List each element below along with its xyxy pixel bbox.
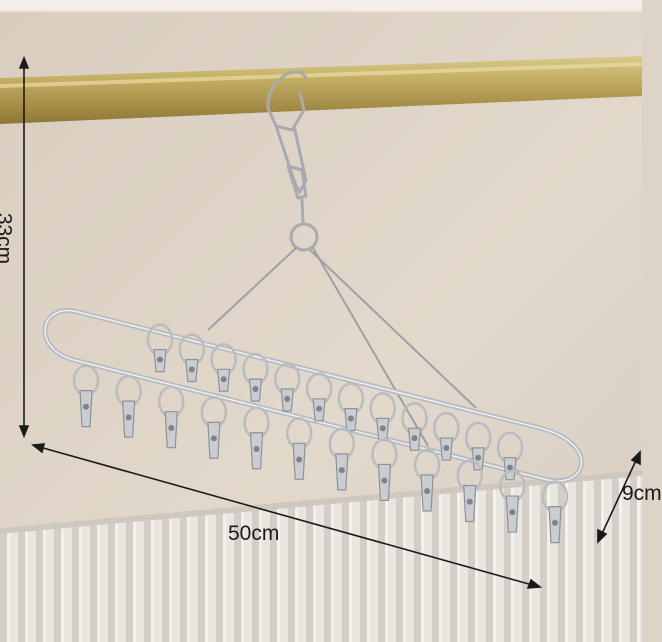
- clothes-pin-clip: [401, 401, 428, 451]
- suspension-wires: [207, 247, 477, 447]
- clothes-pin-clip: [499, 469, 526, 533]
- clothes-pin-clip: [146, 323, 174, 373]
- clothes-pin-clip: [72, 364, 100, 428]
- clothes-pin-clip: [337, 382, 365, 432]
- photo-illustration: [0, 0, 642, 642]
- clothes-pin-clip: [328, 427, 356, 491]
- width-dimension-line: [35, 445, 537, 587]
- hanger-hook: [266, 70, 319, 252]
- clothes-pin-clip: [115, 374, 142, 438]
- clothes-pin-clip: [456, 459, 483, 523]
- ribbed-fence: [0, 470, 642, 642]
- clothes-pin-clip: [369, 392, 396, 442]
- clip-group: [72, 323, 569, 544]
- clothes-pin-clip: [243, 406, 270, 470]
- clothes-pin-clip: [200, 395, 228, 459]
- clothes-pin-clip: [158, 385, 185, 449]
- height-label: 33cm: [0, 212, 16, 265]
- depth-label: 9cm: [622, 482, 662, 505]
- clothes-pin-clip: [413, 448, 441, 512]
- clothes-pin-clip: [242, 352, 269, 402]
- clothes-pin-clip: [496, 431, 524, 481]
- dimension-lines: [18, 55, 641, 589]
- clothes-pin-clip: [210, 343, 237, 392]
- golden-rod: [0, 56, 642, 124]
- depth-dimension-line: [599, 455, 639, 539]
- clothes-pin-clip: [285, 417, 313, 480]
- width-label: 50cm: [228, 522, 280, 545]
- clothes-pin-clip: [178, 333, 206, 383]
- oval-frame: [42, 308, 584, 484]
- clothes-pin-clip: [305, 372, 333, 422]
- clothes-pin-clip: [274, 362, 301, 412]
- ceiling-strip: [0, 0, 642, 10]
- clothes-pin-clip: [371, 438, 398, 502]
- clothes-pin-clip: [433, 411, 460, 461]
- clothes-pin-clip: [541, 480, 569, 544]
